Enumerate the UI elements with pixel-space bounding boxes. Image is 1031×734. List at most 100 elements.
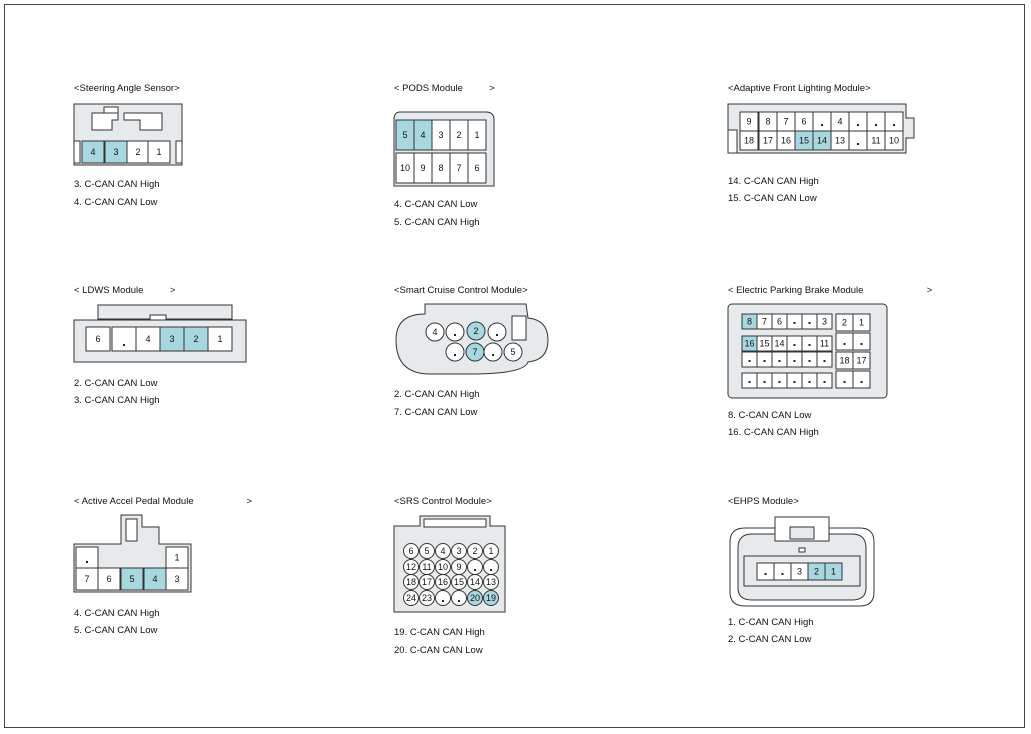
empty-pin-dot	[821, 124, 823, 126]
empty-pin-dot	[474, 569, 476, 571]
pin-cavity	[771, 372, 788, 389]
pin-cavity	[848, 130, 868, 151]
pin-cavity	[816, 313, 833, 330]
empty-pin-dot	[860, 381, 863, 383]
pin-number: 7	[84, 574, 89, 584]
pin-cavity	[816, 351, 833, 368]
pin-cavity	[801, 351, 818, 368]
pin-number: 4	[432, 327, 437, 337]
pin-number: 8	[765, 117, 770, 127]
pin-cavity	[852, 313, 871, 332]
empty-pin-dot	[778, 381, 781, 383]
pin-number: 6	[408, 546, 413, 556]
empty-pin-dot	[857, 124, 859, 126]
pin-number: 19	[486, 593, 496, 603]
pin-cavity	[435, 574, 451, 590]
pin-cavity	[75, 546, 99, 569]
pin-cavity	[756, 562, 775, 581]
adaptive-front-lighting-module-title: <Adaptive Front Lighting Module>	[728, 83, 871, 94]
pin-number: 16	[744, 339, 754, 349]
pin-cavity	[467, 559, 483, 575]
pin-number: 11	[422, 562, 431, 572]
pin-cavity	[419, 590, 435, 606]
empty-pin-dot	[748, 381, 751, 383]
pin-cavity	[147, 140, 171, 164]
pin-cavity	[801, 372, 818, 389]
empty-pin-dot	[808, 381, 811, 383]
pin-number: 14	[817, 136, 827, 146]
pin-number: 4	[145, 334, 150, 344]
srs-control-module-note: 20. C-CAN CAN Low	[394, 645, 483, 656]
pin-number: 2	[473, 326, 478, 336]
pin-cavity	[111, 326, 137, 352]
connector-body	[149, 314, 167, 321]
pin-number: 5	[510, 347, 515, 357]
pin-number: 7	[783, 117, 788, 127]
pin-number: 15	[799, 136, 809, 146]
empty-pin-dot	[843, 343, 846, 345]
connector-body	[511, 315, 527, 341]
pin-cavity	[816, 372, 833, 389]
empty-pin-dot	[492, 354, 494, 356]
pin-number: 2	[842, 318, 847, 328]
pin-cavity	[786, 351, 803, 368]
pin-number: 1	[217, 334, 222, 344]
empty-pin-dot	[843, 381, 846, 383]
empty-pin-dot	[808, 322, 811, 324]
pin-number: 7	[472, 347, 477, 357]
empty-pin-dot	[893, 124, 895, 126]
pin-cavity	[419, 543, 435, 559]
empty-pin-dot	[793, 381, 796, 383]
pin-cavity	[403, 590, 419, 606]
empty-pin-dot	[857, 143, 859, 145]
smart-cruise-control-module-note: 7. C-CAN CAN Low	[394, 407, 478, 418]
pin-number: 6	[801, 117, 806, 127]
pin-number: 8	[438, 163, 443, 173]
pin-cavity	[97, 567, 121, 591]
pin-cavity	[445, 342, 465, 362]
pin-cavity	[741, 372, 758, 389]
pin-number: 2	[472, 546, 477, 556]
empty-pin-dot	[808, 344, 811, 346]
empty-pin-dot	[764, 573, 767, 575]
connector-body	[123, 112, 163, 131]
active-accel-pedal-module-note: 5. C-CAN CAN Low	[74, 625, 158, 636]
empty-pin-dot	[748, 360, 751, 362]
pods-module-note: 5. C-CAN CAN High	[394, 217, 480, 228]
ldws-module-note: 3. C-CAN CAN High	[74, 395, 160, 406]
pin-number: 17	[763, 136, 773, 146]
pin-number: 16	[438, 577, 448, 587]
adaptive-front-lighting-module-note: 14. C-CAN CAN High	[728, 176, 819, 187]
pin-number: 11	[820, 339, 829, 349]
pin-number: 4	[90, 147, 95, 157]
pin-number: 15	[454, 577, 464, 587]
pin-cavity	[756, 351, 773, 368]
pin-number: 3	[174, 574, 179, 584]
pin-number: 10	[438, 562, 448, 572]
connector-body	[727, 129, 738, 154]
connector-body	[73, 140, 81, 164]
empty-pin-dot	[86, 561, 88, 563]
pin-number: 6	[474, 163, 479, 173]
srs-control-module-note: 19. C-CAN CAN High	[394, 627, 485, 638]
ehps-module-note: 1. C-CAN CAN High	[728, 617, 814, 628]
pin-cavity	[741, 351, 758, 368]
steering-angle-sensor-note: 3. C-CAN CAN High	[74, 179, 160, 190]
pin-cavity	[81, 140, 105, 164]
pin-number: 16	[781, 136, 791, 146]
connector-body	[125, 518, 138, 542]
pin-number: 1	[174, 553, 179, 563]
diagram-sheet	[4, 4, 1025, 728]
electric-parking-brake-module-note: 8. C-CAN CAN Low	[728, 410, 812, 421]
pin-cavity	[183, 326, 209, 352]
pin-number: 3	[797, 567, 802, 577]
pin-number: 5	[129, 574, 134, 584]
empty-pin-dot	[875, 124, 877, 126]
pin-cavity	[884, 130, 904, 151]
empty-pin-dot	[763, 381, 766, 383]
pin-number: 14	[774, 339, 784, 349]
pin-number: 8	[747, 317, 752, 327]
